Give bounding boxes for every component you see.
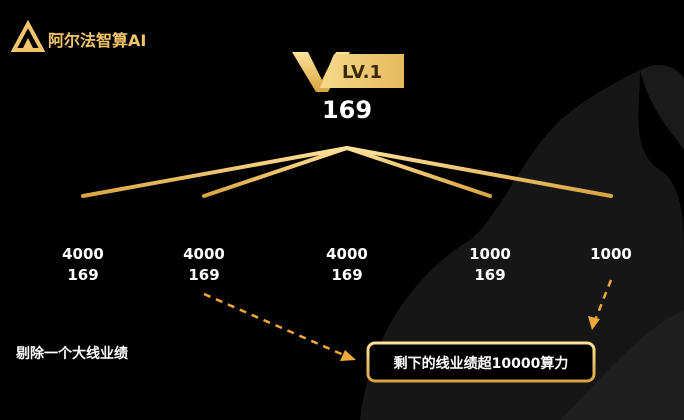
child-node-top: 4000 [183,245,225,263]
removal-note: 剔除一个大线业绩 [15,345,128,362]
brand-logo: 阿尔法智算AI [10,19,146,52]
level-label: LV.1 [342,62,382,83]
connector-line [345,146,613,198]
child-node-bottom: 169 [474,266,505,284]
child-node-top: 4000 [326,245,368,263]
connector-line [202,146,349,198]
arrowhead-icon [340,350,356,361]
dashed-arrow [588,279,613,330]
connector-line [81,146,349,198]
removed-branch: 剔除一个大线业绩 [15,290,128,362]
arrowhead-icon [588,316,600,330]
dashed-arrow [203,292,356,361]
callout-box: 剩下的线业绩超10000算力 [366,341,596,383]
child-node: 4000 169 [326,245,368,284]
tree-connectors [81,146,613,234]
child-node: 1000 169 [469,245,511,284]
brand-name: 阿尔法智算AI [48,31,146,50]
brand-triangle-icon [10,19,46,52]
child-node-top: 4000 [62,245,104,263]
watermark-cat-icon [360,64,684,420]
child-node-bottom: 169 [331,266,362,284]
child-node: 1000 [590,245,632,263]
connector-line [345,146,492,198]
root-value: 169 [322,96,372,124]
root-node: LV.1 169 [292,52,404,124]
child-node-top: 1000 [590,245,632,263]
child-node-bottom: 169 [67,266,98,284]
child-node: 4000 169 [183,245,225,284]
child-node-bottom: 169 [188,266,219,284]
child-node: 4000 169 [62,245,104,284]
child-node-top: 1000 [469,245,511,263]
callout-text: 剩下的线业绩超10000算力 [394,355,569,372]
level-badge: LV.1 [320,54,404,88]
